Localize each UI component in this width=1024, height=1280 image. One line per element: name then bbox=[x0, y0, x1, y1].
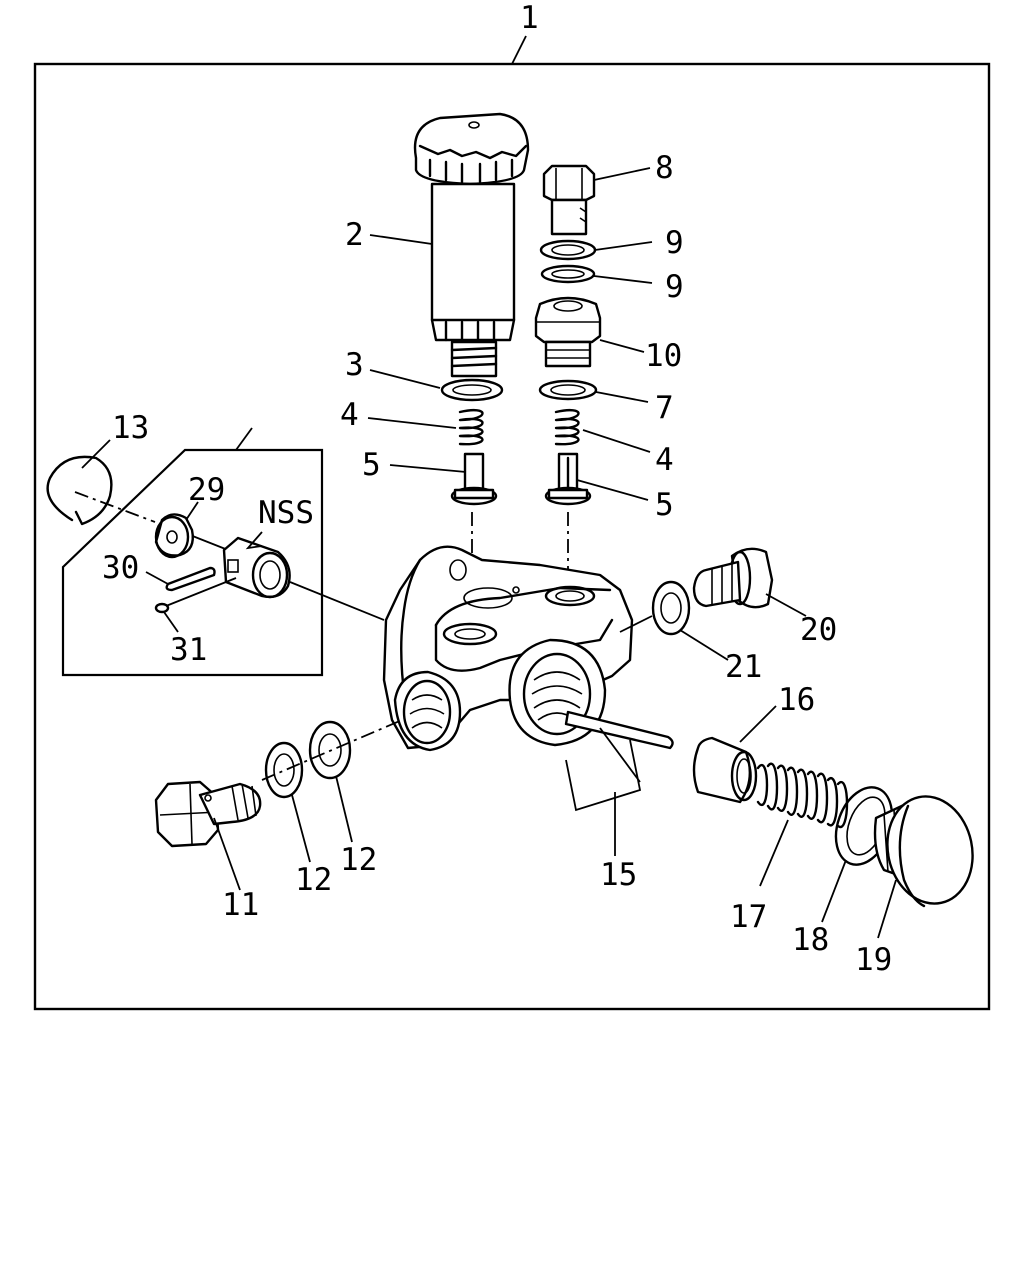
part-7-washer bbox=[538, 379, 598, 401]
label-part-12b: 12 bbox=[340, 842, 377, 878]
assembly-frame bbox=[33, 62, 991, 1011]
label-part-16: 16 bbox=[778, 682, 815, 718]
label-part-13: 13 bbox=[112, 410, 149, 446]
label-nss: NSS bbox=[258, 495, 314, 531]
part-21-gasket bbox=[651, 580, 691, 636]
label-part-3: 3 bbox=[345, 347, 364, 383]
part-30-pin bbox=[165, 566, 216, 592]
part-4-spring-left bbox=[458, 408, 484, 446]
label-part-21: 21 bbox=[725, 649, 762, 685]
part-5-piston-left bbox=[450, 452, 498, 506]
part-13-snap-ring bbox=[46, 455, 113, 526]
part-31-clip bbox=[154, 602, 170, 614]
label-part-30: 30 bbox=[102, 550, 139, 586]
label-part-5a: 5 bbox=[362, 447, 381, 483]
label-part-11: 11 bbox=[222, 887, 259, 923]
label-part-7: 7 bbox=[655, 390, 674, 426]
part-10-valve-holder bbox=[534, 296, 602, 368]
label-part-1: 1 bbox=[520, 0, 539, 36]
label-part-4b: 4 bbox=[655, 442, 674, 478]
label-part-4a: 4 bbox=[340, 397, 359, 433]
subassembly-28-outline bbox=[61, 448, 324, 677]
part-29-roller bbox=[154, 513, 194, 559]
part-11-banjo-bolt bbox=[154, 780, 262, 848]
part-15-pin bbox=[564, 710, 674, 750]
part-16-sleeve bbox=[692, 736, 758, 804]
part-3-washer bbox=[440, 378, 504, 402]
part-20-plug bbox=[692, 547, 774, 609]
label-part-10: 10 bbox=[645, 338, 682, 374]
part-17-spring bbox=[756, 762, 849, 829]
part-19-cap bbox=[873, 795, 974, 908]
part-2-priming-pump bbox=[413, 112, 530, 378]
label-part-2: 2 bbox=[345, 217, 364, 253]
label-part-5b: 5 bbox=[655, 487, 674, 523]
part-4-spring-right bbox=[554, 408, 580, 446]
label-part-20: 20 bbox=[800, 612, 837, 648]
part-28-tappet bbox=[222, 536, 291, 599]
label-part-12a: 12 bbox=[295, 862, 332, 898]
leader-28 bbox=[235, 427, 253, 451]
label-part-18: 18 bbox=[792, 922, 829, 958]
part-12-gasket-right bbox=[308, 720, 352, 780]
part-5-piston-right bbox=[544, 452, 592, 506]
part-9-washer-bottom bbox=[540, 264, 596, 284]
label-part-9a: 9 bbox=[665, 225, 684, 261]
part-12-gasket-left bbox=[264, 741, 304, 799]
label-part-17: 17 bbox=[730, 899, 767, 935]
label-part-9b: 9 bbox=[665, 269, 684, 305]
part-9-washer-top bbox=[539, 239, 597, 261]
label-part-19: 19 bbox=[855, 942, 892, 978]
label-part-15: 15 bbox=[600, 857, 637, 893]
label-part-8: 8 bbox=[655, 150, 674, 186]
label-part-31: 31 bbox=[170, 632, 207, 668]
label-part-29: 29 bbox=[188, 472, 225, 508]
part-8-valve-bolt bbox=[542, 164, 596, 236]
leader-1 bbox=[511, 35, 527, 65]
